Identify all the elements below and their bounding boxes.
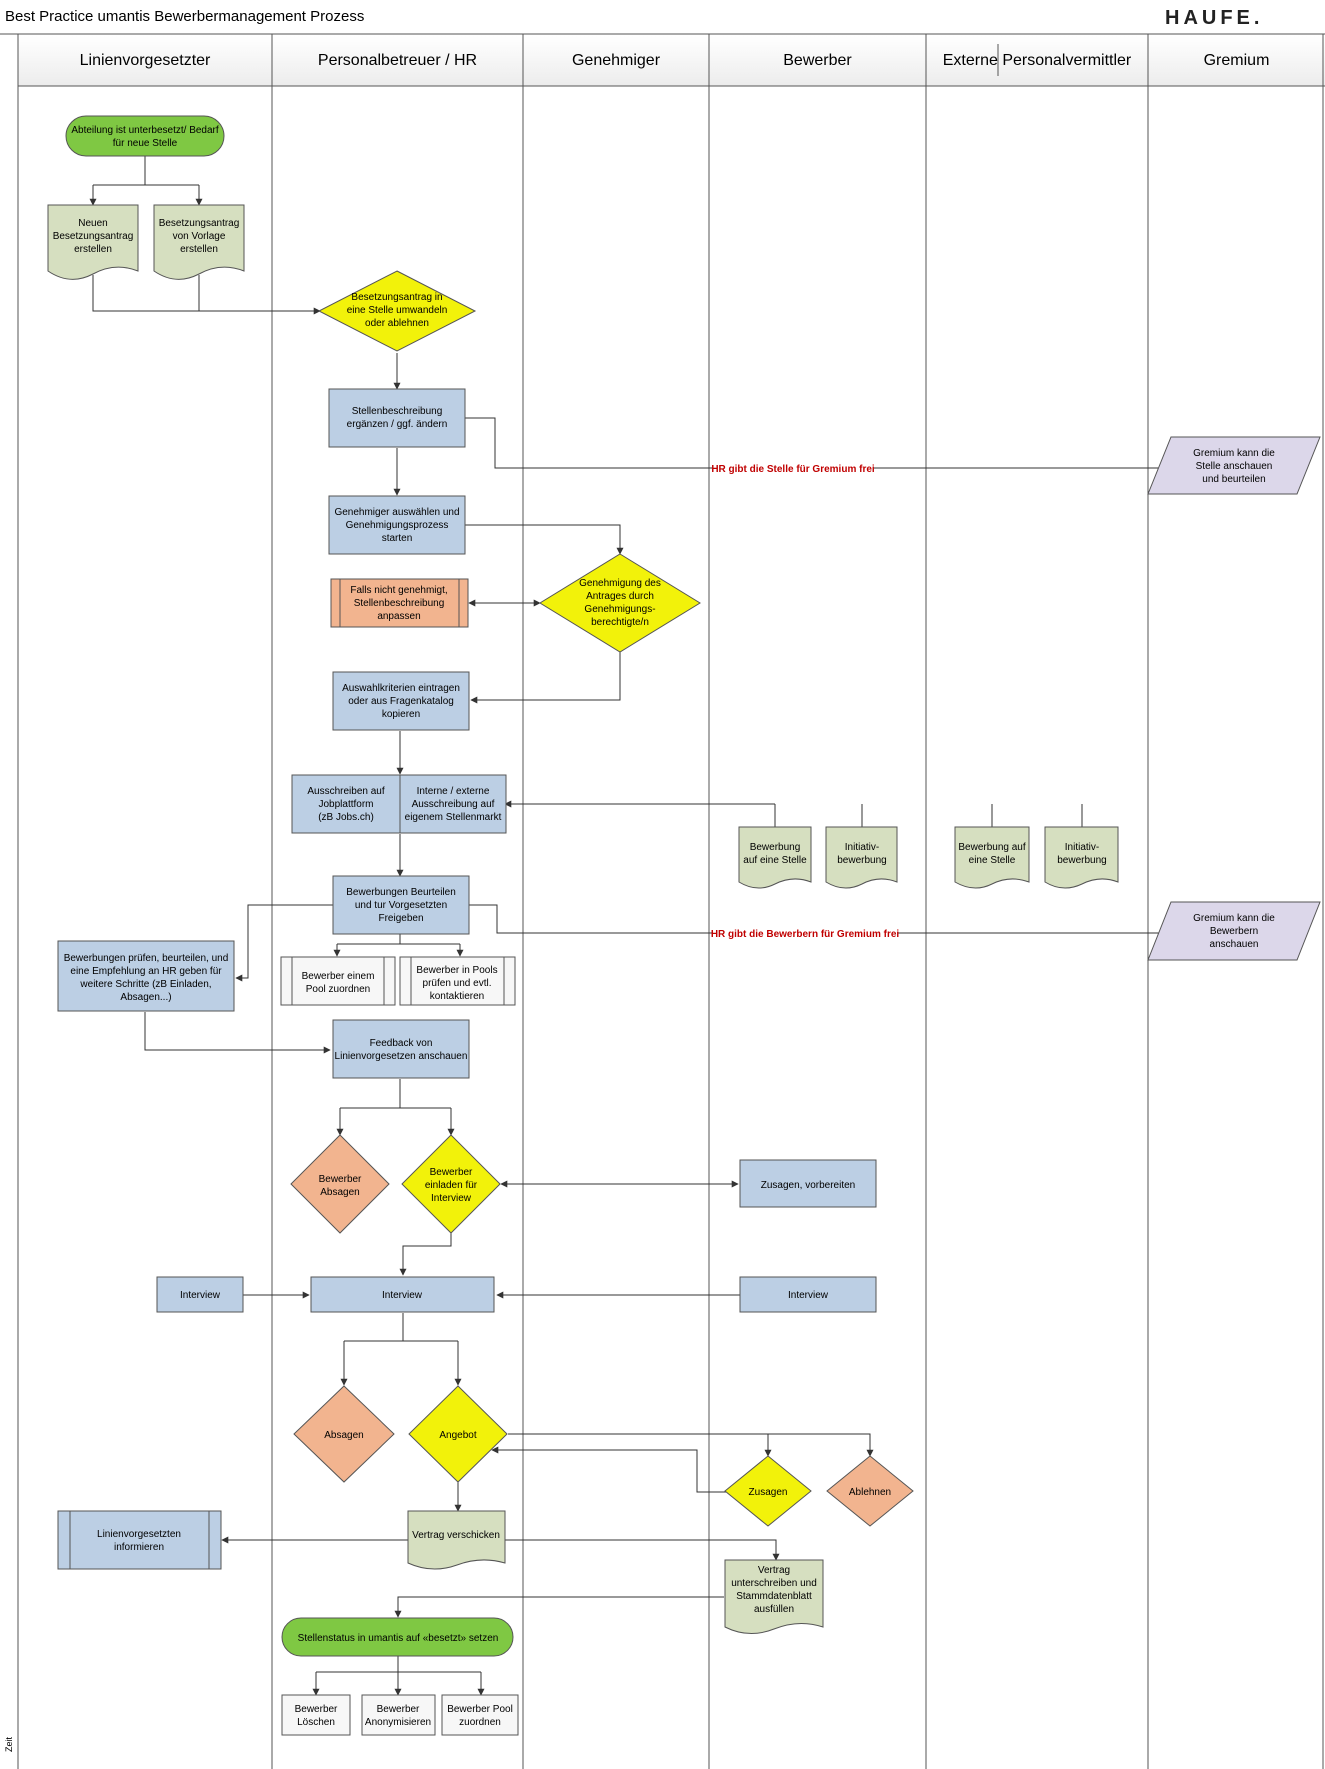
decision-umwandeln xyxy=(317,270,477,352)
subprocess-lv-informieren xyxy=(57,1510,222,1570)
doc-vertrag xyxy=(407,1510,506,1570)
doc-vorlage-antrag xyxy=(153,204,245,280)
swimlane-frame xyxy=(0,33,1325,1769)
process-genehmiger-auswaehlen xyxy=(328,495,466,555)
interview-lv-text: Interview xyxy=(180,1290,221,1301)
interview-bew-text: Interview xyxy=(788,1290,829,1301)
zusagen-text: Zusagen xyxy=(749,1487,788,1498)
logo-text: HAUFE. xyxy=(1165,7,1263,29)
subprocess-pools-pruefen xyxy=(399,956,516,1006)
decision-einladen xyxy=(401,1134,501,1234)
haufe-logo: HAUFE. xyxy=(1165,7,1263,29)
process-beurteilen xyxy=(332,875,470,935)
lane-header-linienvorgesetzter: Linienvorgesetzter xyxy=(18,36,272,86)
decision-genehmigung xyxy=(539,553,701,653)
data-gremium-bewerber xyxy=(1147,901,1321,961)
doc-bew-stelle xyxy=(738,826,812,889)
process-zusagen-vorbereiten xyxy=(739,1159,877,1208)
process-interview-lv xyxy=(156,1276,244,1313)
interview-hr-text: Interview xyxy=(382,1290,423,1301)
lane-header-genehmiger: Genehmiger xyxy=(523,36,709,86)
process-auswahlkriterien xyxy=(332,671,470,731)
process-interview-bew xyxy=(739,1276,877,1313)
decision-absagen-1 xyxy=(290,1134,390,1234)
connectors xyxy=(93,156,1171,1695)
vertrag-text: Vertrag verschicken xyxy=(412,1530,500,1541)
subprocess-pool-zuordnen xyxy=(280,956,396,1006)
subprocess-nicht-genehmigt xyxy=(330,578,469,628)
decision-angebot xyxy=(408,1385,508,1483)
lane-header-externe: Externe Personalvermittler xyxy=(926,36,1148,86)
bew-initiativ-text: Initiativ-bewerbung xyxy=(837,842,886,866)
start-terminator xyxy=(65,115,225,157)
angebot-text: Angebot xyxy=(439,1430,476,1441)
decision-zusagen xyxy=(724,1455,812,1527)
process-pruefen xyxy=(57,940,235,1012)
zusagen-vorbereiten-text: Zusagen, vorbereiten xyxy=(761,1180,856,1191)
process-interview-hr xyxy=(310,1276,495,1313)
process-feedback xyxy=(332,1019,470,1079)
lane-header-gremium: Gremium xyxy=(1148,36,1325,86)
doc-bew-initiativ xyxy=(825,826,898,889)
ablehnen-text: Ablehnen xyxy=(849,1487,891,1498)
decision-absagen-2 xyxy=(293,1385,395,1483)
doc-ext-stelle xyxy=(954,826,1030,889)
process-loeschen xyxy=(281,1694,351,1736)
decision-ablehnen xyxy=(826,1455,914,1527)
process-stellenbeschreibung xyxy=(328,388,466,448)
label-stelle-freigabe: HR gibt die Stelle für Gremium frei xyxy=(711,464,875,475)
process-anonymisieren xyxy=(361,1694,436,1736)
lane-header-hr: Personalbetreuer / HR xyxy=(272,36,523,86)
process-stellenmarkt xyxy=(399,774,507,834)
absagen-2-text: Absagen xyxy=(324,1430,363,1441)
doc-neuer-antrag xyxy=(47,204,139,280)
ext-initiativ-text: Initiativ-bewerbung xyxy=(1057,842,1106,866)
doc-vertrag-unterschreiben xyxy=(724,1559,824,1634)
lane-header-bewerber: Bewerber xyxy=(709,36,926,86)
stellenstatus-text: Stellenstatus in umantis auf «besetzt» s… xyxy=(298,1633,499,1644)
process-jobplattform xyxy=(291,774,401,834)
end-terminator xyxy=(281,1617,514,1657)
page-title: Best Practice umantis Bewerbermanagement… xyxy=(5,8,365,25)
nicht-genehmigt-text: Falls nicht genehmigt,Stellenbeschreibun… xyxy=(350,585,447,622)
process-pool-end xyxy=(441,1694,519,1736)
doc-ext-initiativ xyxy=(1044,826,1119,889)
data-gremium-stelle xyxy=(1147,436,1321,495)
label-bewerber-freigabe: HR gibt die Bewerbern für Gremium frei xyxy=(711,929,900,940)
